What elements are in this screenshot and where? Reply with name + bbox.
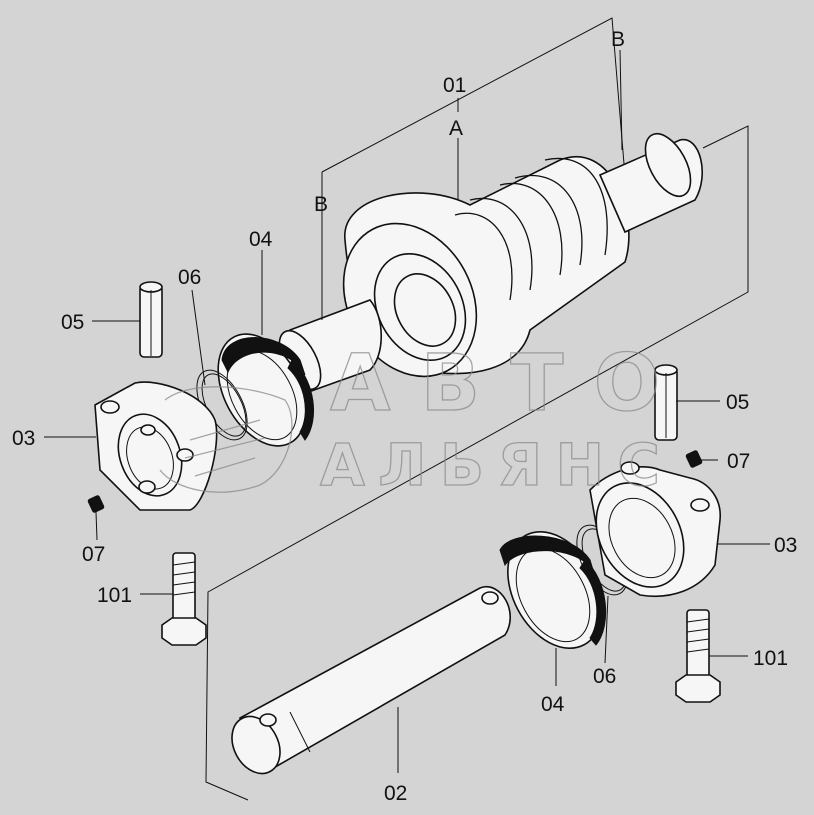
label-part-03-right: 03 [774,534,797,557]
spring-pin-left [139,281,163,358]
label-part-05-left: 05 [61,311,84,334]
assembly-frame [205,17,749,801]
label-view-B-top: B [611,28,625,51]
part-labels: 01 A B B 04 06 05 03 07 101 02 04 06 05 … [12,28,797,805]
leader-lines [44,49,770,773]
label-view-A: A [449,117,463,140]
label-part-07-left: 07 [82,543,105,566]
label-part-05-right: 05 [726,391,749,414]
seal-right [499,531,607,649]
set-screw-right [685,450,703,468]
label-part-06-right: 06 [593,665,616,688]
watermark-logo [159,386,293,493]
label-part-03-left: 03 [12,427,35,450]
label-part-07-right: 07 [727,450,750,473]
collar-right [589,461,721,597]
seal-left [217,333,315,447]
bolt-left [161,552,207,646]
track-roller [278,133,703,397]
set-screw-left [87,495,105,513]
roller-shaft [231,585,511,775]
label-part-02: 02 [384,782,407,805]
label-part-04-left: 04 [249,228,273,251]
spring-pin-right [654,364,678,441]
label-part-101-right: 101 [753,647,788,670]
label-view-B-left: B [314,193,328,216]
label-part-04-right: 04 [541,693,565,716]
label-part-101-left: 101 [97,584,132,607]
bolt-right [675,609,721,703]
label-part-06-left: 06 [178,266,201,289]
label-part-01: 01 [443,74,466,97]
